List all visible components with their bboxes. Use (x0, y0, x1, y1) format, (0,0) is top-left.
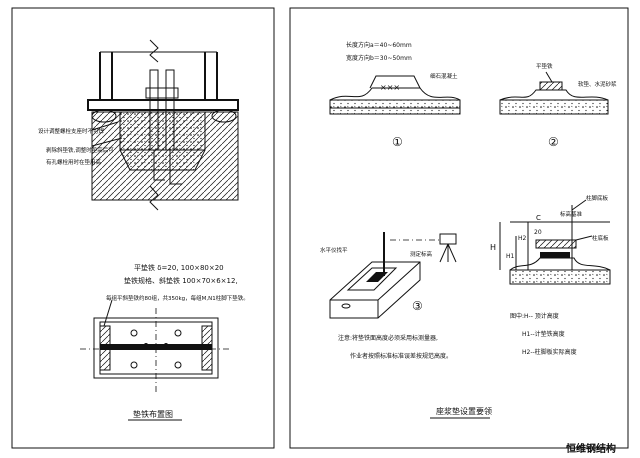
plan-spec-2: 垫铁规格、斜垫铁 100×70×6×12, (124, 276, 238, 285)
section-note-1: 设计调整螺栓支座时不可焊 (38, 127, 105, 135)
column-base-section (87, 39, 239, 211)
svg-text:×××: ××× (380, 83, 400, 92)
legend-3: H2--柱脚板实际高度 (522, 348, 577, 356)
circle-2: ② (548, 135, 559, 149)
plan-spec-1: 平垫铁 δ=20, 100×80×20 (134, 263, 224, 272)
leveling-figure-3 (329, 232, 457, 319)
dim-20: 20 (534, 229, 542, 236)
circle-3: ③ (412, 299, 423, 313)
grout-pad-figure-1: ××× (329, 75, 461, 115)
right-frame (289, 7, 629, 449)
grout-pad-figure-2 (499, 71, 609, 115)
label-flat-shim: 平垫铁 (536, 62, 553, 70)
height-elevation-figure (499, 199, 611, 285)
circle-1: ① (392, 135, 403, 149)
note-1: 注意:将垫铁面高度必须采用标测量器, (338, 334, 438, 342)
label-grout: 细石混凝土 (430, 72, 458, 80)
dim-H: H (490, 243, 496, 252)
panel-title: 座浆垫设置要领 (436, 406, 492, 416)
label-cement: 软垫、水泥砂浆 (578, 80, 617, 88)
spec-width: 宽度方向b＝30~50mm (346, 54, 412, 62)
note-2: 作业者按照标准标准误差按规范高度。 (350, 352, 452, 360)
plan-title: 垫铁布置图 (133, 409, 173, 419)
plan-spec-3: 每组平斜垫铁约80组，共350kg，每组M,N1柱脚下垫铁。 (106, 294, 249, 302)
section-note-2a: 剥除斜垫铁,调整时垫高后可 (46, 146, 114, 154)
dim-H1: H1 (506, 253, 515, 260)
section-note-2b: 有孔螺栓用时在垫用高 (46, 158, 102, 166)
label-column: 柱脚底板 (586, 194, 609, 202)
dim-C: C (536, 214, 541, 222)
label-survey: 测定标高 (410, 250, 433, 258)
legend-1: 图中:H-- 顶计高度 (510, 312, 559, 320)
label-marker: 标高基准 (560, 210, 583, 218)
left-frame (11, 7, 275, 449)
shim-plan-view (80, 299, 232, 392)
label-level: 水平仪找平 (320, 246, 348, 254)
watermark: 恒维钢结构 (566, 442, 616, 455)
label-foundation: 柱底板 (592, 234, 609, 242)
spec-length: 长度方向a＝40~60mm (346, 41, 412, 49)
legend-2: H1--计垫铁高度 (522, 330, 565, 338)
dim-H2: H2 (518, 235, 527, 242)
